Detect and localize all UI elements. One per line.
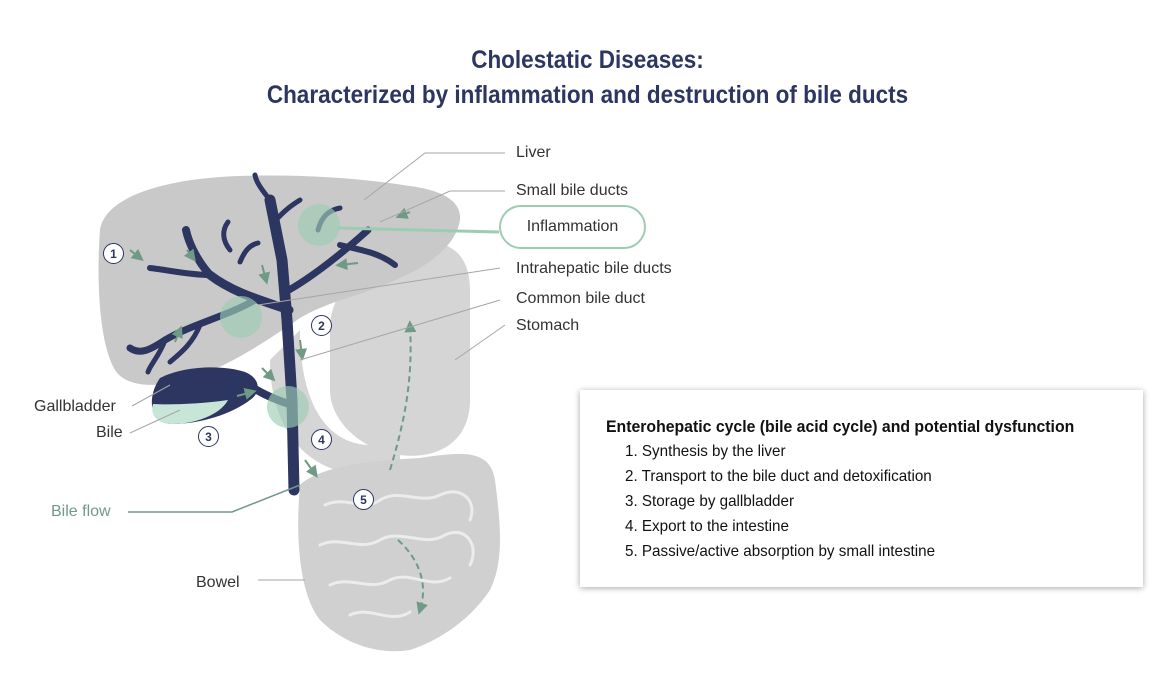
leader-bile-flow	[128, 484, 301, 513]
bowel-shape	[298, 453, 500, 652]
step-marker-1: 1	[103, 243, 124, 264]
stomach-duodenum	[270, 330, 400, 475]
label-common-bile-duct: Common bile duct	[516, 290, 645, 307]
label-small-bile-ducts: Small bile ducts	[516, 182, 629, 199]
step-marker-2: 2	[311, 315, 332, 336]
step-marker-3: 3	[198, 426, 219, 447]
leader-liver	[363, 152, 505, 201]
legend-item: 1. Synthesis by the liver	[625, 443, 786, 460]
leader-gallbladder	[131, 384, 171, 407]
legend-item: 5. Passive/active absorption by small in…	[625, 543, 936, 560]
legend-list: 1. Synthesis by the liver 2. Transport t…	[606, 439, 1143, 564]
label-gallbladder: Gallbladder	[34, 398, 116, 415]
inflammation-spot-small-ducts	[298, 204, 340, 246]
bile-fill	[152, 400, 228, 424]
legend-item: 3. Storage by gallbladder	[625, 493, 795, 510]
leader-common-duct	[299, 299, 501, 361]
leader-intrahepatic	[257, 267, 501, 306]
leader-small-ducts	[379, 190, 505, 223]
leader-bile	[129, 409, 181, 434]
leader-inflammation	[337, 226, 500, 234]
leader-stomach	[454, 324, 506, 361]
step-marker-4: 4	[311, 429, 332, 450]
legend-item: 4. Export to the intestine	[625, 518, 789, 535]
inflammation-callout: Inflammation	[499, 205, 646, 249]
stomach-shape	[330, 242, 470, 456]
label-intrahepatic-bile-ducts: Intrahepatic bile ducts	[516, 260, 672, 277]
legend-panel: Enterohepatic cycle (bile acid cycle) an…	[580, 390, 1143, 587]
label-bile: Bile	[96, 424, 123, 441]
inflammation-spot-common-duct	[267, 386, 309, 428]
step-marker-5: 5	[353, 489, 374, 510]
legend-item: 2. Transport to the bile duct and detoxi…	[625, 468, 932, 485]
label-bowel: Bowel	[196, 574, 240, 591]
diagram-title-line-2: Characterized by inflammation and destru…	[266, 81, 909, 109]
label-liver: Liver	[516, 144, 551, 161]
label-bile-flow: Bile flow	[51, 503, 111, 520]
label-stomach: Stomach	[516, 317, 580, 334]
inflammation-spot-intrahepatic	[220, 296, 262, 338]
diagram-title-line-1: Cholestatic Diseases:	[471, 46, 704, 74]
legend-title: Enterohepatic cycle (bile acid cycle) an…	[606, 417, 1075, 436]
